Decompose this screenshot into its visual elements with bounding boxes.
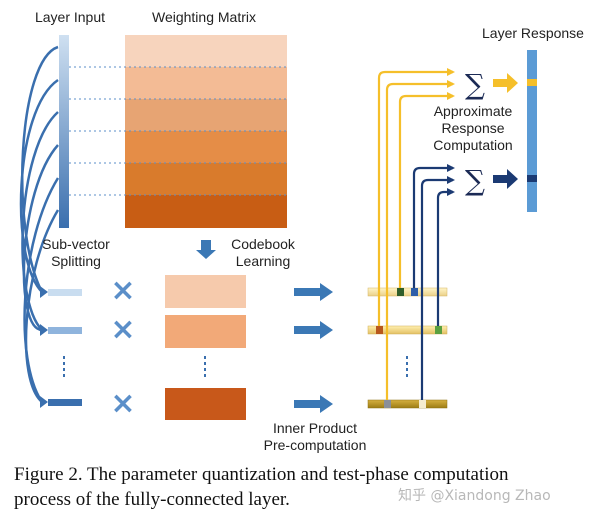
lookup-cell-2b bbox=[435, 326, 442, 334]
quantization-diagram: × × × ∑ ∑ bbox=[19, 35, 537, 421]
sum-symbol-navy: ∑ bbox=[465, 164, 485, 197]
figure-caption: Figure 2. The parameter quantization and… bbox=[14, 464, 509, 510]
lookup-cell-1b bbox=[411, 288, 418, 296]
yellow-routes bbox=[377, 68, 455, 400]
lookup-cell-3b bbox=[419, 400, 426, 408]
codebook-learning-label: Codebook Learning bbox=[231, 236, 295, 269]
watermark: 知乎 @Xiandong Zhao bbox=[398, 488, 551, 504]
lookup-table-1 bbox=[367, 287, 448, 297]
codeword-3 bbox=[165, 388, 246, 420]
layer-response-vector bbox=[527, 50, 537, 212]
lookup-cell-3a bbox=[384, 400, 391, 408]
layer-input-vector bbox=[59, 35, 69, 228]
response-element-yellow bbox=[527, 79, 537, 86]
response-element-navy bbox=[527, 175, 537, 182]
navy-routes bbox=[412, 164, 455, 400]
layer-response-label: Layer Response bbox=[482, 25, 584, 41]
splitting-arrowheads bbox=[40, 286, 48, 408]
lookup-cell-2a bbox=[376, 326, 383, 334]
approximate-response-label: Approximate Response Computation bbox=[433, 103, 513, 153]
times-symbol-2: × bbox=[110, 312, 135, 347]
subvector-2 bbox=[48, 327, 82, 334]
lookup-table-2 bbox=[367, 325, 448, 335]
codeword-2 bbox=[165, 315, 246, 348]
times-symbol-1: × bbox=[110, 273, 135, 308]
inner-product-label: Inner Product Pre-computation bbox=[263, 420, 367, 453]
navy-output-arrow bbox=[493, 169, 518, 189]
lookup-table-3 bbox=[367, 399, 448, 409]
subvector-splitting-label: Sub-vector Splitting bbox=[42, 236, 110, 269]
layer-input-label: Layer Input bbox=[34, 9, 106, 25]
yellow-output-arrow bbox=[493, 73, 518, 93]
split-lines bbox=[69, 66, 287, 196]
weighting-matrix-label: Weighting Matrix bbox=[151, 9, 256, 25]
splitting-curves bbox=[19, 45, 60, 403]
inner-product-arrows bbox=[294, 283, 333, 413]
lookup-cell-1a bbox=[397, 288, 404, 296]
weighting-matrix bbox=[125, 35, 287, 228]
sum-symbol-yellow: ∑ bbox=[465, 68, 485, 101]
codebook-down-arrow bbox=[196, 240, 216, 259]
codeword-1 bbox=[165, 275, 246, 308]
subvector-1 bbox=[48, 289, 82, 296]
subvector-3 bbox=[48, 399, 82, 406]
times-symbol-3: × bbox=[110, 386, 135, 421]
